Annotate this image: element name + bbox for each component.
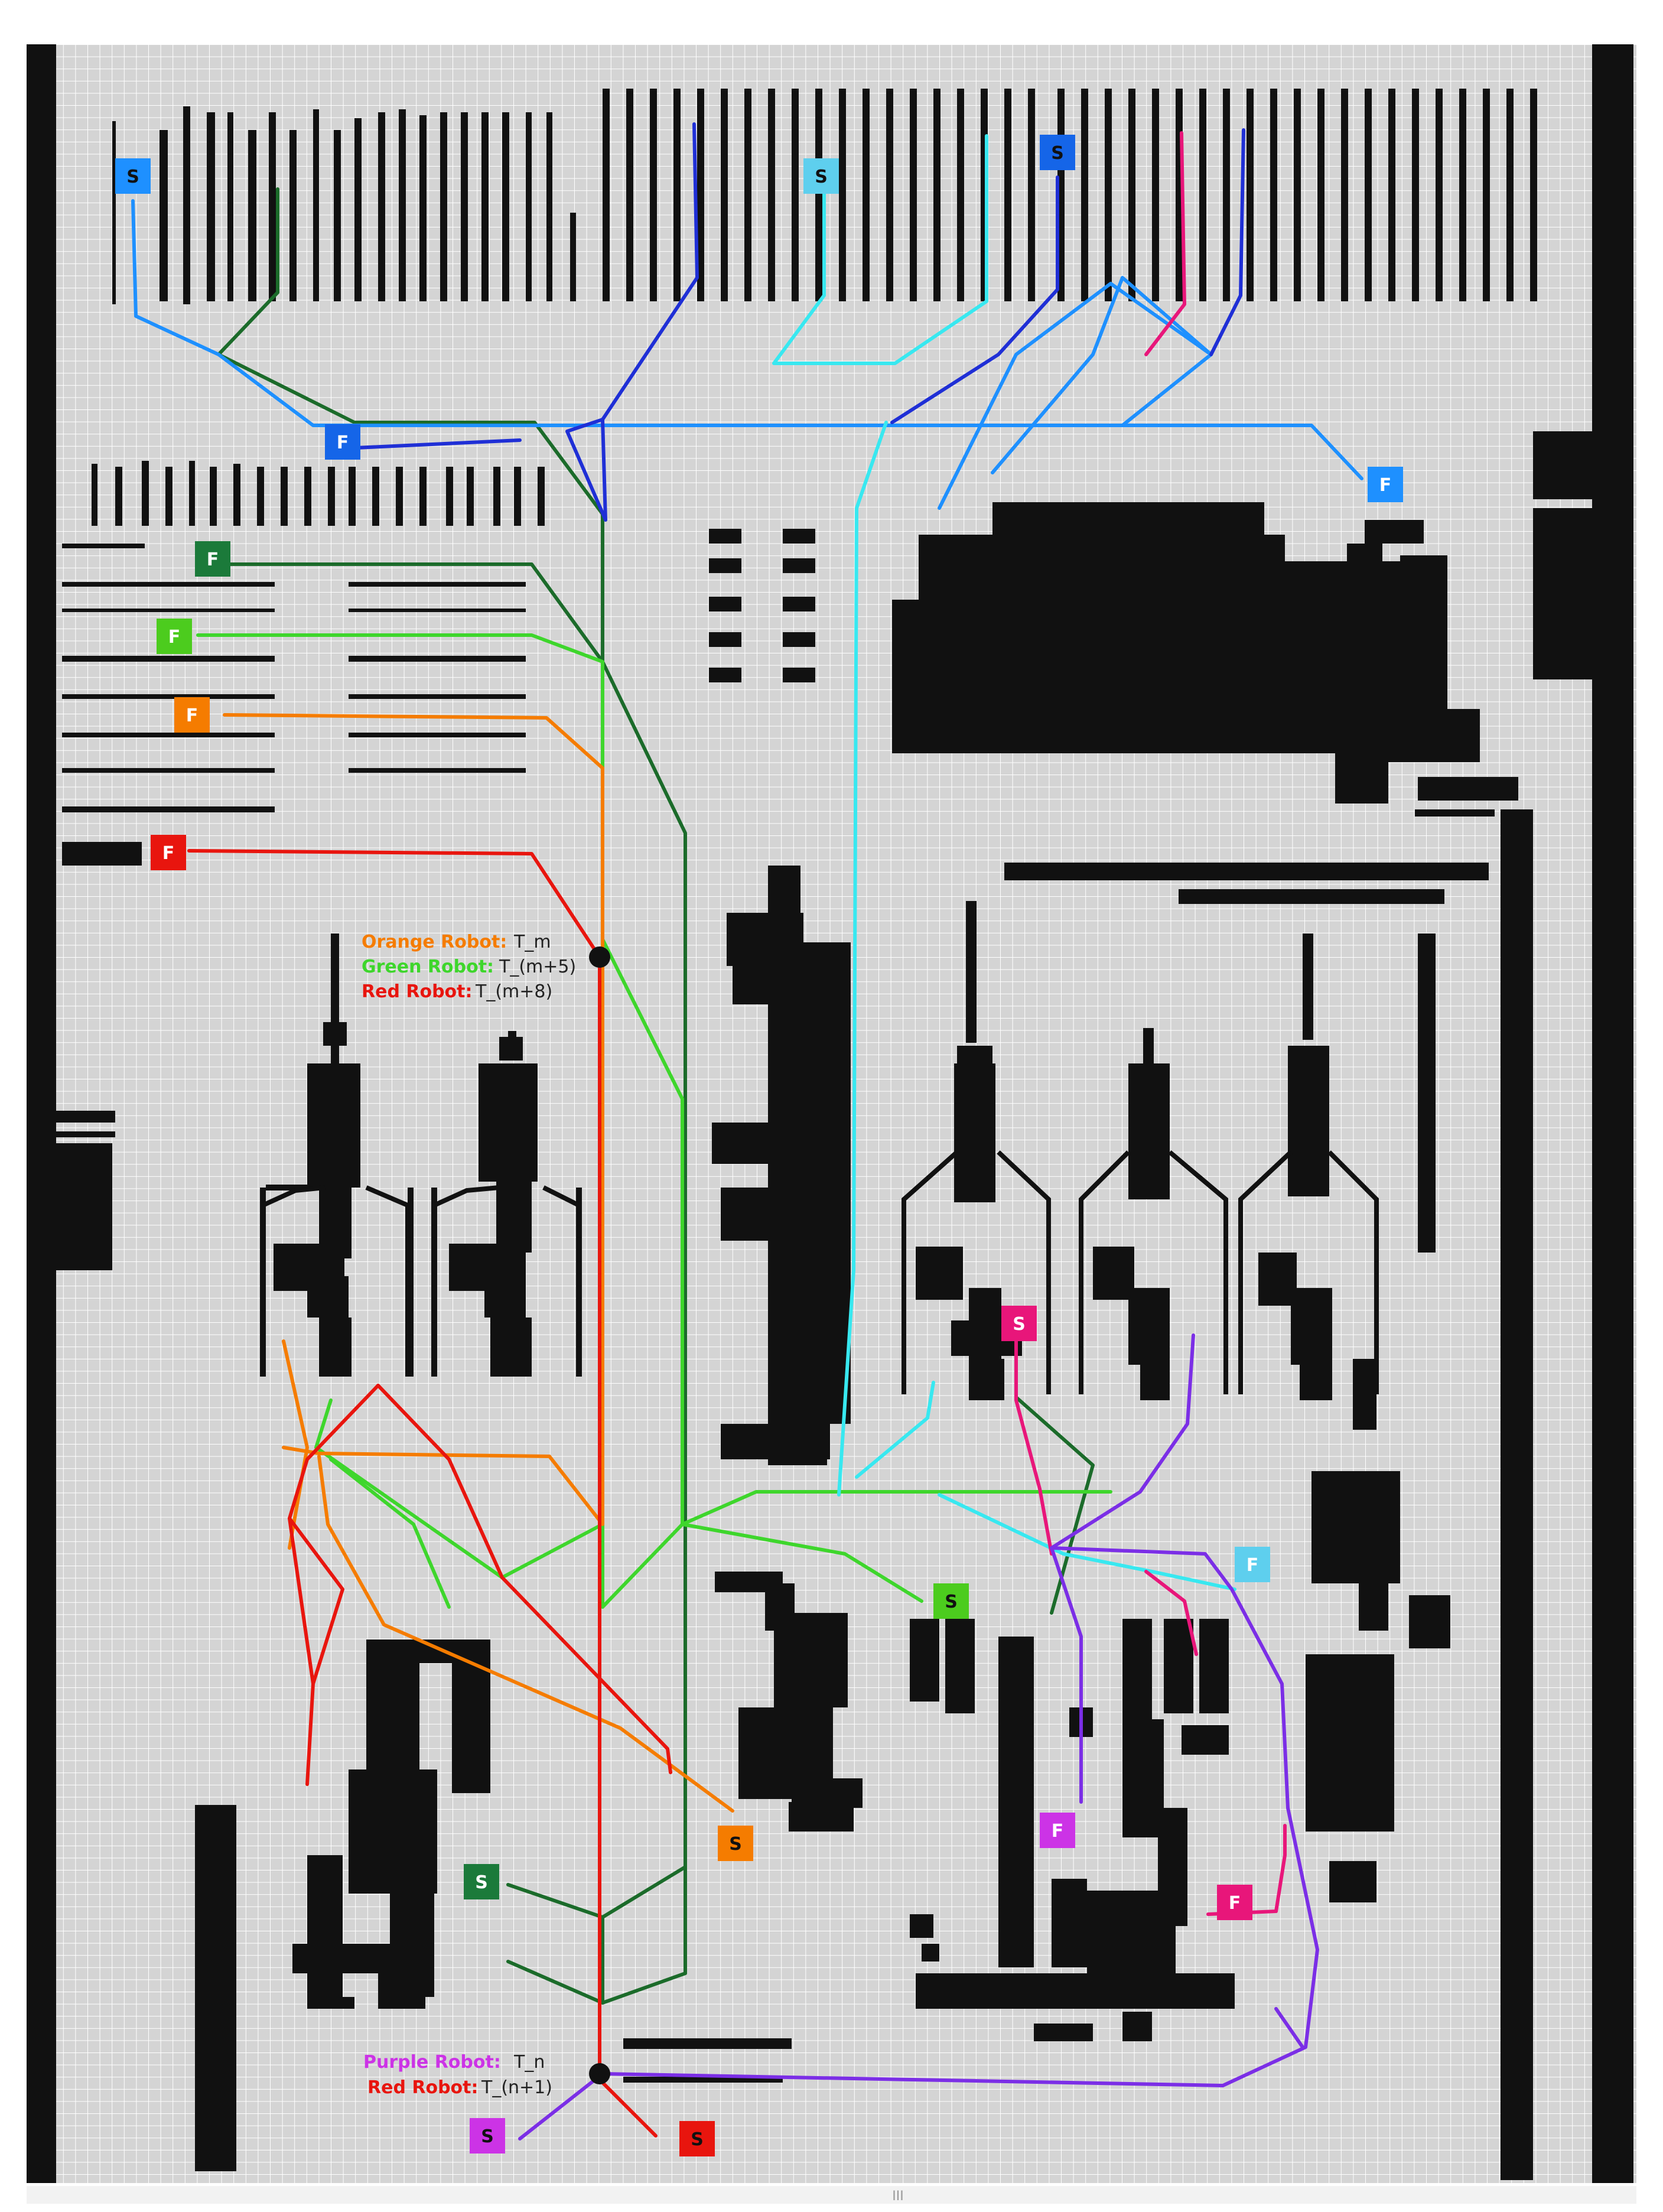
- bottom-right-complex: [623, 1619, 1235, 2083]
- svg-text:F: F: [1229, 1893, 1241, 1914]
- center-blocks: [709, 529, 815, 682]
- path-purple: [518, 1333, 1319, 2141]
- label-green-robot-upper: Green Robot:: [362, 957, 494, 977]
- marker-s-blue-1[interactable]: S: [1040, 135, 1075, 170]
- bottom-left-complex: [195, 1640, 490, 2171]
- svg-text:S: S: [126, 167, 139, 187]
- marker-s-green-1[interactable]: S: [933, 1583, 969, 1619]
- marker-f-sky-1[interactable]: F: [1368, 467, 1403, 502]
- scrollbar-grip[interactable]: III: [27, 2186, 1636, 2204]
- marker-f-magenta-1[interactable]: F: [1040, 1813, 1075, 1848]
- marker-f-blue-1[interactable]: F: [325, 424, 360, 460]
- left-shelves: [62, 544, 526, 866]
- waypoint-upper: [589, 946, 610, 968]
- svg-text:S: S: [481, 2126, 494, 2147]
- path-cyan: [772, 134, 1236, 1591]
- label-orange-robot-upper: Orange Robot:: [362, 932, 507, 952]
- annotation-lower: Purple Robot: T_n Red Robot: T_(n+1): [363, 2052, 552, 2098]
- path-dark-blue: [329, 122, 1245, 522]
- bottom-center-blocks: [715, 1572, 863, 1832]
- svg-text:S: S: [1013, 1314, 1026, 1335]
- map-borders: [27, 44, 1633, 2183]
- svg-text:F: F: [207, 549, 219, 570]
- large-machine: [892, 431, 1604, 904]
- svg-text:III: III: [892, 2189, 903, 2204]
- right-machines: [916, 901, 1332, 1400]
- svg-text:F: F: [1247, 1555, 1259, 1576]
- path-sky-blue: [131, 199, 1363, 510]
- marker-s-cyan-1[interactable]: S: [803, 158, 839, 194]
- markers: S S S F F F F F F S F S F F S S S S: [115, 135, 1403, 2156]
- path-dark-green: [196, 187, 1095, 2005]
- label-purple-robot-lower: Purple Robot:: [363, 2052, 501, 2073]
- marker-f-cyan-1[interactable]: F: [1235, 1547, 1270, 1582]
- left-mid-block: [56, 1111, 115, 1270]
- path-orange: [223, 713, 734, 1813]
- svg-text:S: S: [729, 1834, 742, 1855]
- marker-s-darkgreen-1[interactable]: S: [464, 1864, 499, 1899]
- svg-text:F: F: [168, 627, 181, 648]
- marker-f-green-1[interactable]: F: [157, 619, 192, 654]
- marker-s-pink-1[interactable]: S: [1001, 1306, 1037, 1341]
- waypoints: [589, 946, 610, 2084]
- svg-text:S: S: [475, 1872, 488, 1893]
- obstacles: [56, 89, 1604, 2171]
- machine-outlines: [261, 1150, 1379, 1394]
- value-green-robot-upper: T_(m+5): [499, 957, 576, 977]
- value-orange-robot-upper: T_m: [513, 932, 551, 952]
- top-rack-rows: [112, 89, 1537, 304]
- value-purple-robot-lower: T_n: [513, 2052, 545, 2073]
- right-column: [1306, 1359, 1450, 1902]
- marker-s-sky-1[interactable]: S: [115, 158, 151, 194]
- marker-f-pink-1[interactable]: F: [1217, 1885, 1252, 1920]
- waypoint-lower: [589, 2063, 610, 2084]
- svg-text:F: F: [1379, 475, 1392, 496]
- svg-text:F: F: [162, 843, 175, 864]
- svg-text:F: F: [186, 705, 198, 726]
- label-red-robot-upper: Red Robot:: [362, 981, 473, 1002]
- svg-text:F: F: [337, 432, 349, 453]
- svg-text:S: S: [945, 1592, 958, 1612]
- svg-text:F: F: [1052, 1821, 1064, 1842]
- marker-s-orange-1[interactable]: S: [718, 1826, 753, 1861]
- marker-f-red-1[interactable]: F: [151, 835, 186, 870]
- value-red-robot-upper: T_(m+8): [475, 981, 552, 1002]
- center-column: [712, 866, 851, 1465]
- label-red-robot-lower: Red Robot:: [367, 2077, 479, 2098]
- value-red-robot-lower: T_(n+1): [481, 2077, 552, 2098]
- svg-text:S: S: [815, 167, 828, 187]
- svg-text:S: S: [1051, 143, 1064, 164]
- second-rack-row: [92, 461, 545, 526]
- svg-text:S: S: [691, 2129, 704, 2150]
- marker-f-orange-1[interactable]: F: [174, 697, 210, 733]
- annotation-upper: Orange Robot: T_m Green Robot: T_(m+5) R…: [362, 932, 576, 1002]
- marker-f-darkgreen-1[interactable]: F: [195, 541, 230, 577]
- marker-s-red-1[interactable]: S: [679, 2121, 715, 2156]
- marker-s-magenta-1[interactable]: S: [470, 2118, 505, 2154]
